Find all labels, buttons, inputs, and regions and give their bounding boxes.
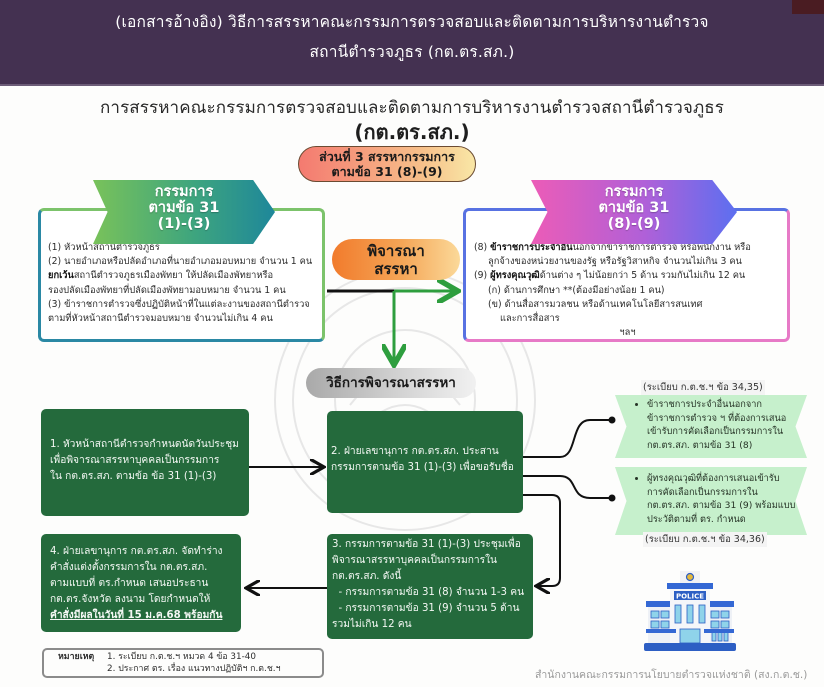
note-1-item: ข้าราชการประจำอื่นนอกจาก ข้าราชการตำรวจ … — [647, 398, 801, 452]
step-3-line5: - กรรมการตามข้อ 31 (9) จำนวน 5 ด้าน — [332, 603, 520, 614]
step-1-line2: เพื่อพิจารณาสรรหาบุคคลเป็นกรรมการ — [50, 455, 220, 466]
header-title-line1: (เอกสารอ้างอิง) วิธีการสรรหาคณะกรรมการตร… — [115, 13, 709, 31]
item-3: (3) ข้าราชการตำรวจซึ่งปฏิบัติหน้าที่ในแต… — [48, 298, 310, 310]
police-sign-text: POLICE — [676, 593, 704, 601]
step-4-box: 4. ฝ่ายเลขานุการ กต.ตร.สภ. จัดทำร่าง คำส… — [41, 534, 241, 632]
note-civil-servant: ข้าราชการประจำอื่นนอกจาก ข้าราชการตำรวจ … — [615, 395, 807, 458]
step-2-line2: กรรมการตามข้อ 31 (1)-(3) เพื่อขอรับชื่อ — [331, 462, 514, 473]
item-8-text: นอกจากข้าราชการตำรวจ หรือพนักงาน หรือ — [572, 242, 751, 253]
item-8: (8) ข้าราชการประจำอื่นนอกจากข้าราชการตำร… — [474, 241, 781, 255]
consider-line2: สรรหา — [374, 260, 418, 278]
exception-label: ยกเว้น — [48, 270, 74, 282]
note-1-line2: ข้าราชการตำรวจ ฯ ที่ต้องการเสนอ — [647, 412, 787, 424]
step-3-line3: กต.ตร.สภ. ดังนี้ — [332, 571, 402, 582]
header-title-line2: สถานีตำรวจภูธร (กต.ตร.สภ.) — [309, 43, 515, 61]
regulation-ref-bottom: (ระเบียบ ก.ต.ช.ฯ ข้อ 34,36) — [643, 532, 767, 547]
note-2-list: ผู้ทรงคุณวุฒิที่ต้องการเสนอเข้ารับ การคั… — [637, 472, 801, 526]
step-4-line1: 4. ฝ่ายเลขานุการ กต.ตร.สภ. จัดทำร่าง — [50, 546, 223, 557]
banner-committee-1-3: กรรมการ ตามข้อ 31 (1)-(3) — [93, 180, 275, 244]
note-2-line1: ผู้ทรงคุณวุฒิที่ต้องการเสนอเข้ารับ — [647, 473, 780, 484]
banner-left-line2: ตามข้อ 31 — [148, 200, 220, 216]
step-4-emphasis: คำสั่งมีผลในวันที่ 15 ม.ค.68 พร้อมกัน — [50, 610, 223, 621]
note-1-list: ข้าราชการประจำอื่นนอกจาก ข้าราชการตำรวจ … — [637, 398, 801, 452]
item-9-bold: ผู้ทรงคุณวุฒิ — [490, 270, 540, 282]
banner-right-line1: กรรมการ — [604, 184, 664, 200]
consider-pill: พิจารณา สรรหา — [332, 239, 460, 280]
corner-tab — [792, 0, 824, 14]
step-4-line4: กต.ตร.จังหวัด ลงนาม โดยกำหนดให้ — [50, 594, 211, 605]
note-1-line1: ข้าราชการประจำอื่นนอกจาก — [647, 399, 762, 410]
step-3-line6: รวมไม่เกิน 12 คน — [332, 619, 412, 630]
item-2: (2) นายอำเภอหรือปลัดอำเภอที่นายอำเภอมอบห… — [48, 256, 313, 268]
main-subtitle: (กต.ตร.สภ.) — [354, 120, 470, 144]
banner-left-line1: กรรมการ — [154, 184, 214, 200]
method-pill: วิธีการพิจารณาสรรหา — [306, 368, 476, 398]
item-9-text: ด้านต่าง ๆ ไม่น้อยกว่า 5 ด้าน รวมกันไม่เ… — [539, 270, 746, 282]
note-2-line2: การคัดเลือกเป็นกรรมการใน — [647, 486, 758, 498]
etc-text: ฯลฯ — [619, 327, 636, 339]
footer-organization: สำนักงานคณะกรรมการนโยบายตำรวจแห่งชาติ (ส… — [535, 669, 808, 681]
note-2-line4: ประวัติตามที่ ตร. กำหนด — [647, 513, 746, 525]
step-3-line4: - กรรมการตามข้อ 31 (8) จำนวน 1-3 คน — [332, 587, 525, 598]
note-expert: ผู้ทรงคุณวุฒิที่ต้องการเสนอเข้ารับ การคั… — [615, 467, 807, 535]
banner-left-line3: (1)-(3) — [157, 216, 211, 232]
step-3-box: 3. กรรมการตามข้อ 31 (1)-(3) ประชุมเพื่อ … — [327, 534, 533, 639]
banner-committee-8-9: กรรมการ ตามข้อ 31 (8)-(9) — [531, 180, 737, 244]
note-2-line3: กต.ตร.สภ. ตามข้อ 31 (9) พร้อมแบบ — [647, 500, 796, 511]
step-1-box: 1. หัวหน้าสถานีตำรวจกำหนดนัดวันประชุม เพ… — [41, 409, 249, 516]
item-3-cont: ตามที่หัวหน้าสถานีตำรวจมอบหมาย จำนวนไม่เ… — [48, 313, 273, 325]
consider-line1: พิจารณา — [367, 242, 425, 260]
note-1-line3: เข้ารับการคัดเลือกเป็นกรรมการใน — [647, 426, 784, 437]
remark-label: หมายเหตุ — [58, 652, 95, 662]
item-9: (9) ผู้ทรงคุณวุฒิด้านต่าง ๆ ไม่น้อยกว่า … — [474, 269, 781, 283]
remark-box: หมายเหตุ 1. ระเบียบ ก.ต.ช.ฯ หมวด 4 ข้อ 3… — [42, 648, 324, 678]
item-8-cont: ลูกจ้างของหน่วยงานของรัฐ หรือรัฐวิสาหกิจ… — [488, 256, 742, 268]
remark-line2: 2. ประกาศ ตร. เรื่อง แนวทางปฏิบัติฯ ก.ต.… — [107, 664, 281, 674]
item-9-kha-cont: และการสื่อสาร — [500, 313, 560, 325]
banner-right-line2: ตามข้อ 31 — [598, 200, 670, 216]
note-2-item: ผู้ทรงคุณวุฒิที่ต้องการเสนอเข้ารับ การคั… — [647, 472, 801, 526]
step-3-line1: 3. กรรมการตามข้อ 31 (1)-(3) ประชุมเพื่อ — [332, 539, 521, 550]
remark-line1: 1. ระเบียบ ก.ต.ช.ฯ หมวด 4 ข้อ 31-40 — [107, 652, 256, 662]
header-banner: (เอกสารอ้างอิง) วิธีการสรรหาคณะกรรมการตร… — [0, 0, 824, 86]
banner-right-line3: (8)-(9) — [607, 216, 661, 232]
regulation-ref-top: (ระเบียบ ก.ต.ช.ฯ ข้อ 34,35) — [641, 380, 765, 395]
item-9-ka: (ก) ด้านการศึกษา **(ต้องมีอย่างน้อย 1 คน… — [488, 284, 665, 296]
note-1-line4: กต.ตร.สภ. ตามข้อ 31 (8) — [647, 439, 753, 451]
section-pill: ส่วนที่ 3 สรรหากรรมการ ตามข้อ 31 (8)-(9) — [298, 146, 476, 182]
step-3-line2: พิจารณาสรรหาบุคคลเป็นกรรมการใน — [332, 555, 498, 566]
police-station-icon: POLICE — [644, 571, 736, 651]
connector-dot-note1 — [608, 416, 616, 424]
item-2-cont: รองปลัดเมืองพัทยาที่ปลัดเมืองพัทยามอบหมา… — [48, 284, 286, 296]
step-1-line3: ใน กต.ตร.สภ. ตามข้อ ข้อ 31 (1)-(3) — [50, 471, 217, 482]
item-1: (1) หัวหน้าสถานีตำรวจภูธร — [48, 242, 160, 253]
exception-text: สถานีตำรวจภูธรเมืองพัทยา ให้ปลัดเมืองพัท… — [73, 270, 274, 282]
step-2-line1: 2. ฝ่ายเลขานุการ กต.ตร.สภ. ประสาน — [331, 446, 499, 457]
connector-dot-note2 — [608, 494, 616, 502]
step-2-box: 2. ฝ่ายเลขานุการ กต.ตร.สภ. ประสาน กรรมกา… — [327, 411, 523, 513]
item-9-kha: (ข) ด้านสื่อสารมวลชน หรือด้านเทคโนโลยีสา… — [488, 298, 703, 310]
step-4-line2: คำสั่งแต่งตั้งกรรมการใน กต.ตร.สภ. — [50, 562, 208, 573]
step-1-line1: 1. หัวหน้าสถานีตำรวจกำหนดนัดวันประชุม — [50, 439, 239, 450]
step-4-line3: ตามแบบที่ ตร.กำหนด เสนอประธาน — [50, 578, 209, 589]
section-pill-line1: ส่วนที่ 3 สรรหากรรมการ — [319, 149, 455, 164]
item-8-prefix: (8) — [474, 242, 491, 253]
item-2-exception: ยกเว้นสถานีตำรวจภูธรเมืองพัทยา ให้ปลัดเม… — [48, 269, 316, 283]
main-title: การสรรหาคณะกรรมการตรวจสอบและติดตามการบริ… — [100, 98, 724, 118]
item-9-prefix: (9) — [474, 270, 491, 282]
item-8-bold: ข้าราชการประจำอื่น — [490, 242, 573, 253]
section-pill-line2: ตามข้อ 31 (8)-(9) — [331, 164, 443, 179]
